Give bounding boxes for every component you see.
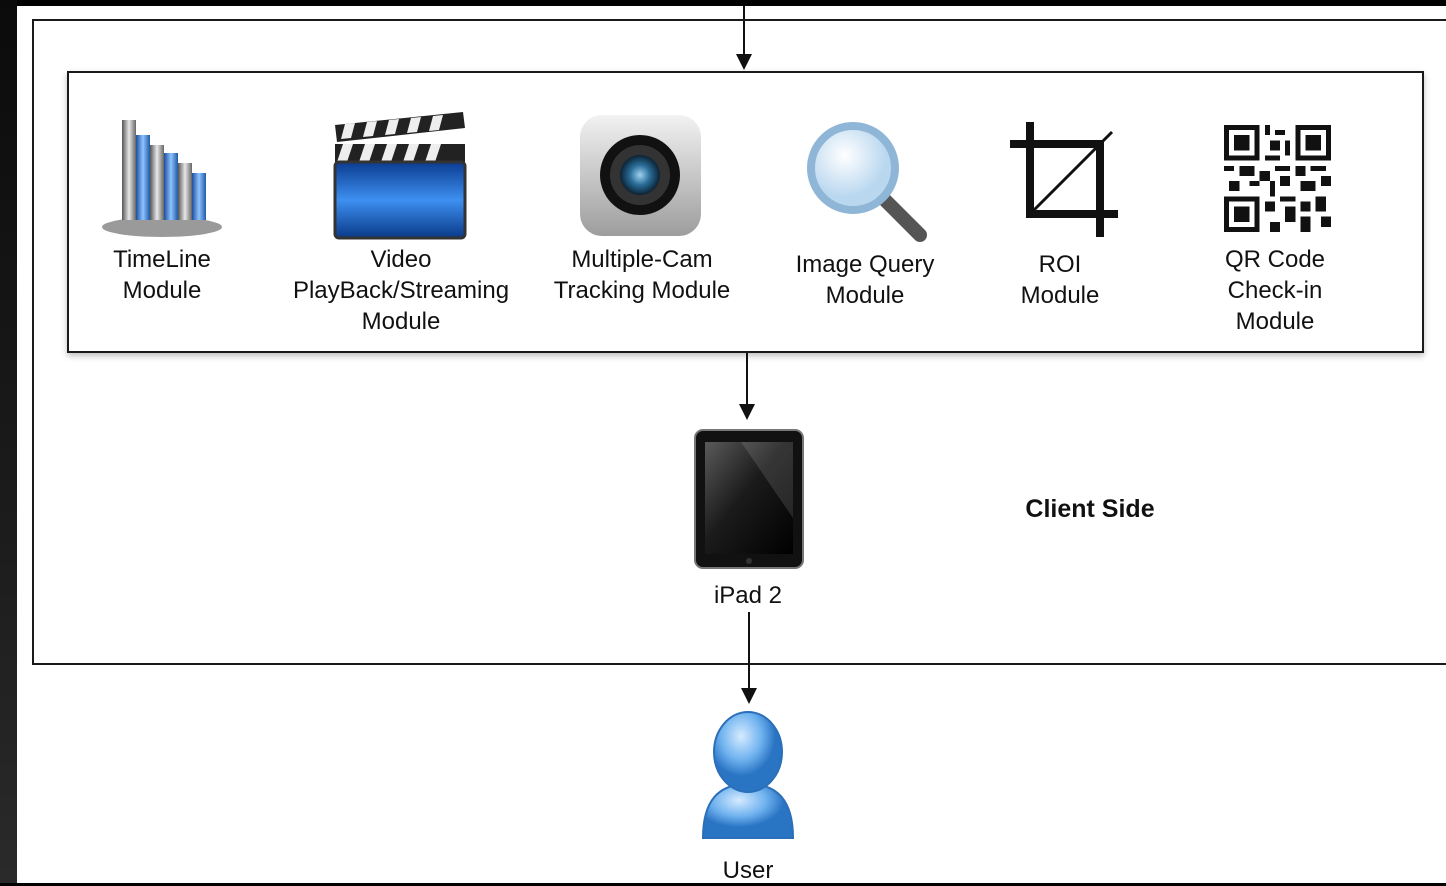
module-label-video: Video PlayBack/Streaming Module xyxy=(292,246,510,335)
module-label-image-query: Image Query Module xyxy=(795,251,935,309)
modules-to-ipad-arrowhead xyxy=(739,404,755,420)
modules-container xyxy=(67,71,1424,353)
module-label-qr: QR Code Check-in Module xyxy=(1224,246,1326,335)
ipad-to-user-line xyxy=(748,612,750,688)
qr-code-icon xyxy=(1224,125,1331,237)
ipad-to-user-arrowhead xyxy=(741,688,757,704)
ipad-icon xyxy=(693,428,805,575)
module-label-roi: ROI Module xyxy=(1020,251,1100,309)
top-arrow-line xyxy=(743,6,745,56)
camera-icon xyxy=(578,113,703,243)
client-side-container xyxy=(32,19,1446,665)
modules-to-ipad-line xyxy=(746,353,748,405)
user-icon xyxy=(693,706,803,851)
module-label-timeline: TimeLine Module xyxy=(113,246,211,304)
module-label-multicam: Multiple-Cam Tracking Module xyxy=(553,246,731,304)
magnifying-glass-icon xyxy=(805,120,930,250)
top-arrowhead xyxy=(736,54,752,70)
crop-icon xyxy=(1010,122,1120,242)
bar-chart-3d-icon xyxy=(100,115,230,250)
user-label: User xyxy=(722,857,774,884)
clapperboard-icon xyxy=(333,110,468,245)
client-side-label: Client Side xyxy=(1025,495,1155,523)
ipad-label: iPad 2 xyxy=(713,582,783,609)
left-dark-strip xyxy=(0,0,17,883)
